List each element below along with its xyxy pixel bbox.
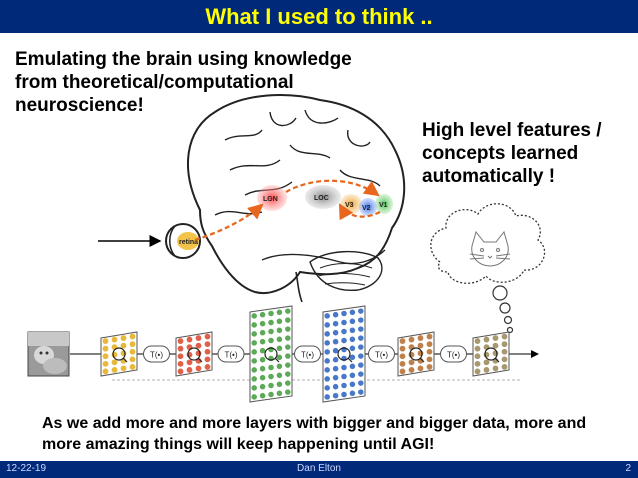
transform-label: T(•) — [301, 351, 314, 360]
footer-author: Dan Elton — [297, 463, 341, 474]
transform-node — [143, 345, 170, 363]
transform-node — [368, 345, 395, 363]
visual-regions: LGN LOC V3 V2 V1 — [257, 185, 393, 216]
cerebellum — [309, 250, 383, 292]
transform-label: T(•) — [447, 351, 460, 360]
network-layer — [249, 305, 293, 403]
footer-date: 12-22-19 — [6, 463, 47, 474]
network-layer — [397, 331, 435, 377]
cat-sketch-icon — [469, 230, 511, 267]
features-text: High level features / concepts learned a… — [422, 120, 602, 187]
loc-region — [305, 185, 341, 209]
v1-label: V1 — [379, 202, 388, 209]
thought-bubble — [430, 203, 546, 334]
loc-label: LOC — [314, 195, 329, 202]
transform-label: T(•) — [150, 351, 163, 360]
v2-region — [359, 198, 377, 216]
lgn-label: LGN — [263, 196, 278, 203]
transform-label: T(•) — [375, 351, 388, 360]
neural-network: T(•) T(•) T(•) T(•) T(•) — [70, 305, 539, 403]
title-bar: What I used to think .. — [0, 0, 638, 33]
network-layer — [175, 331, 213, 377]
lgn-region — [257, 185, 287, 211]
transform-label: T(•) — [224, 351, 237, 360]
input-cat-image — [27, 331, 70, 377]
slide-title: What I used to think .. — [205, 3, 433, 29]
v1-region — [375, 194, 393, 214]
eye-illustration: retina — [165, 223, 201, 259]
footer-bar — [0, 461, 638, 478]
footer-page-number: 2 — [625, 463, 631, 474]
transform-node — [294, 345, 321, 363]
v2-label: V2 — [362, 205, 371, 212]
transform-node — [440, 345, 467, 363]
network-layer — [472, 331, 510, 377]
transform-node — [217, 345, 245, 363]
brain-illustration — [187, 94, 406, 303]
bottom-text: As we add more and more layers with bigg… — [42, 415, 587, 453]
intro-text: Emulating the brain using knowledge from… — [15, 49, 352, 116]
retina-label: retina — [179, 239, 198, 246]
brain-outline — [187, 94, 406, 294]
visual-pathway-arrows — [194, 179, 381, 242]
brain-stem — [295, 271, 303, 303]
network-layer — [100, 331, 138, 377]
v3-label: V3 — [345, 202, 354, 209]
network-layer — [322, 305, 366, 403]
